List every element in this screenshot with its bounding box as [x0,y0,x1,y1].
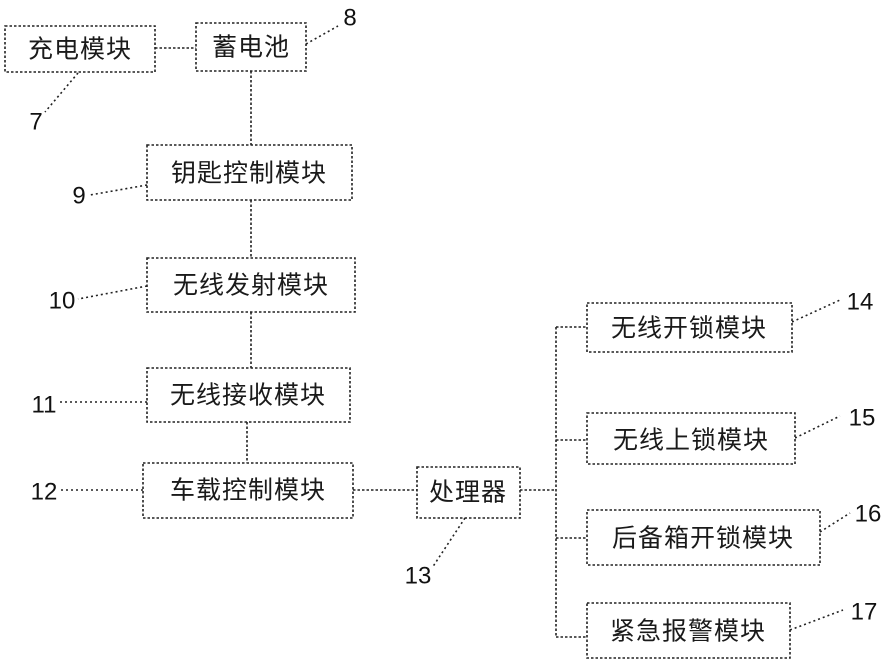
module-wireless-receive: 无线接收模块 [146,367,351,423]
module-label: 蓄电池 [212,33,290,62]
module-label: 处理器 [429,478,507,507]
ref-num-9: 9 [72,183,85,210]
module-wireless-transmit: 无线发射模块 [146,257,356,313]
module-emergency-alarm: 紧急报警模块 [586,602,791,659]
ref-num-15: 15 [849,405,876,432]
ref-num-7: 7 [29,109,42,136]
leader-14 [791,299,841,323]
connectors [155,47,587,638]
leader-15 [794,415,841,439]
module-label: 紧急报警模块 [610,617,766,646]
module-label: 无线接收模块 [170,381,326,410]
leader-8 [305,25,339,45]
module-label: 无线开锁模块 [611,314,767,343]
ref-num-11: 11 [32,392,57,419]
ref-num-14: 14 [847,289,874,316]
module-wireless-lock: 无线上锁模块 [586,412,796,465]
leader-7 [44,72,79,113]
module-label: 无线上锁模块 [613,426,769,455]
ref-num-16: 16 [855,501,882,528]
ref-num-10: 10 [49,288,76,315]
leader-lines [44,25,851,631]
ref-num-17: 17 [851,599,878,626]
leader-10 [77,285,148,300]
module-label: 后备箱开锁模块 [612,524,794,553]
module-battery: 蓄电池 [195,22,307,72]
leader-13 [431,517,466,569]
reference-numbers: 7 8 9 10 11 12 13 14 15 16 17 [29,5,881,626]
module-trunk-unlock: 后备箱开锁模块 [586,509,821,566]
module-label: 无线发射模块 [173,271,329,300]
module-label: 钥匙控制模块 [171,159,327,188]
ref-num-12: 12 [31,479,58,506]
leader-17 [789,609,844,631]
ref-num-8: 8 [343,5,356,32]
module-wireless-unlock: 无线开锁模块 [586,302,793,353]
module-label: 车载控制模块 [170,476,326,505]
module-vehicle-control: 车载控制模块 [142,462,354,519]
module-charging: 充电模块 [4,25,156,73]
ref-num-13: 13 [405,563,432,590]
module-key-control: 钥匙控制模块 [146,144,353,201]
leader-9 [89,184,148,196]
leader-16 [819,512,851,533]
module-label: 充电模块 [28,35,132,64]
module-processor: 处理器 [416,466,521,519]
